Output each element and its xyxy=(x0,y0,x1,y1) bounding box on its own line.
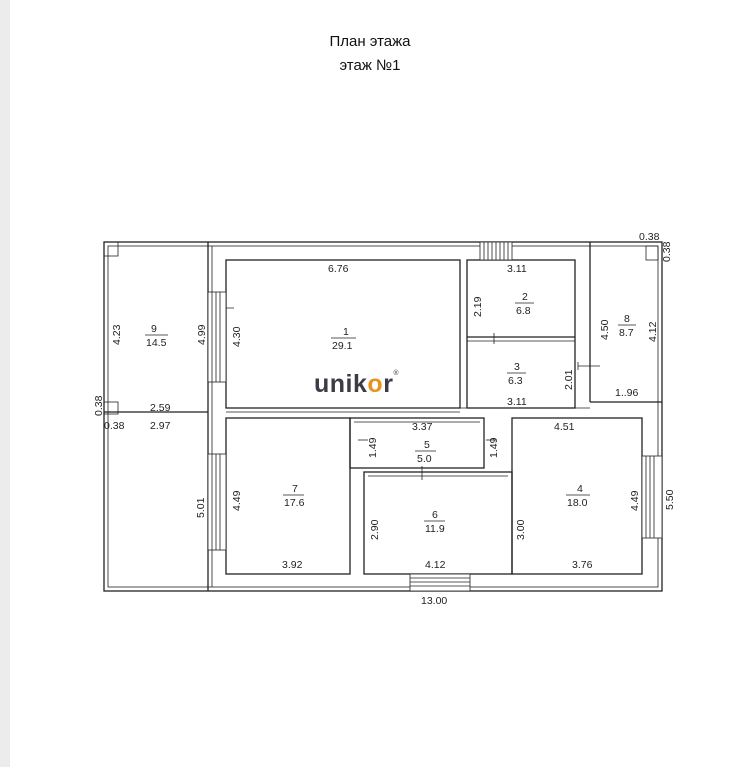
dim-room-9-bottom: 2.59 xyxy=(150,402,171,414)
dim-room-6-bottom: 4.12 xyxy=(425,559,446,571)
room-9-number: 9 xyxy=(151,323,157,335)
room-4-area: 18.0 xyxy=(567,497,588,509)
watermark-text-o: o xyxy=(367,370,384,398)
dim-room-9-small: 0.38 xyxy=(93,395,105,416)
room-7-walls xyxy=(225,417,351,575)
room-3-area: 6.3 xyxy=(508,375,523,387)
dim-room-6-side: 2.90 xyxy=(369,519,381,540)
room-4-walls xyxy=(511,417,643,575)
dim-outer-lower: 2.97 xyxy=(150,420,171,432)
page-edge xyxy=(0,0,10,767)
dim-room-3-side: 2.01 xyxy=(563,369,575,390)
plan-title: План этажа xyxy=(329,33,411,50)
dim-room-4-left: 3.00 xyxy=(515,519,527,540)
room-8-area: 8.7 xyxy=(619,327,634,339)
room-4-number: 4 xyxy=(577,483,583,495)
room-6-area: 11.9 xyxy=(425,523,445,535)
dim-room-7-left: 4.49 xyxy=(231,490,243,511)
vertical-dimension-labels: 4.23 4.99 0.38 4.30 2.19 2.01 4.50 4.12 … xyxy=(93,241,676,540)
dim-room-1-top: 6.76 xyxy=(328,263,349,275)
dim-room-4-bottom: 3.76 xyxy=(572,559,593,571)
room-8-walls xyxy=(577,242,662,403)
room-9-area: 14.5 xyxy=(146,337,167,349)
dim-room-7-bottom: 3.92 xyxy=(282,559,303,571)
dim-outer-left: 5.01 xyxy=(195,497,207,518)
dim-room-5-top: 3.37 xyxy=(412,421,433,433)
window-icons xyxy=(207,241,663,592)
room-9-walls xyxy=(103,241,213,591)
room-1-number: 1 xyxy=(343,326,349,338)
floor-label: этаж №1 xyxy=(339,57,401,74)
dim-outer-lower-small: 0.38 xyxy=(104,420,125,432)
room-5-area: 5.0 xyxy=(417,453,432,465)
dim-room-2-top: 3.11 xyxy=(507,263,527,275)
room-2-area: 6.8 xyxy=(516,305,531,317)
outer-walls xyxy=(103,241,663,592)
dim-room-8-bottom: 1..96 xyxy=(615,387,639,399)
dim-room-9-right: 4.99 xyxy=(196,324,208,345)
watermark-mark: ® xyxy=(393,370,400,377)
dim-room-9-left: 4.23 xyxy=(111,324,123,345)
dim-room-4-right: 4.49 xyxy=(629,490,641,511)
room-7-number: 7 xyxy=(292,483,298,495)
room-5-walls xyxy=(349,417,496,469)
dim-outer-bottom: 13.00 xyxy=(421,595,447,607)
dim-room-1-side: 4.30 xyxy=(231,326,243,347)
dim-room-3-bottom: 3.11 xyxy=(507,396,527,408)
dim-room-4-top: 4.51 xyxy=(554,421,575,433)
dim-room-5-left: 1.49 xyxy=(367,437,379,458)
dim-corner-side: 0.38 xyxy=(661,241,673,262)
room-3-number: 3 xyxy=(514,361,520,373)
room-5-number: 5 xyxy=(424,439,430,451)
room-2-3-walls xyxy=(460,259,590,409)
room-6-walls xyxy=(363,466,513,575)
dim-room-2-side: 2.19 xyxy=(472,296,484,317)
dim-room-8-side: 4.50 xyxy=(599,319,611,340)
room-6-number: 6 xyxy=(432,509,438,521)
watermark-text-end: r xyxy=(383,370,394,398)
room-labels: 1 29.1 2 6.8 3 6.3 4 18.0 5 5.0 6 11.9 7… xyxy=(145,291,636,535)
dim-outer-right: 5.50 xyxy=(664,489,676,510)
dim-corner-top: 0.38 xyxy=(639,231,660,243)
dim-room-8-right: 4.12 xyxy=(647,321,659,342)
room-2-number: 2 xyxy=(522,291,528,303)
watermark-text-start: unik xyxy=(314,370,368,398)
watermark-logo: unikor® xyxy=(314,370,399,399)
dim-room-5-right: 1.49 xyxy=(488,437,500,458)
dimension-labels: 6.76 3.11 3.11 3.37 4.51 3.76 4.12 3.92 … xyxy=(104,231,660,607)
room-7-area: 17.6 xyxy=(284,497,305,509)
room-8-number: 8 xyxy=(624,313,630,325)
room-1-area: 29.1 xyxy=(332,340,353,352)
